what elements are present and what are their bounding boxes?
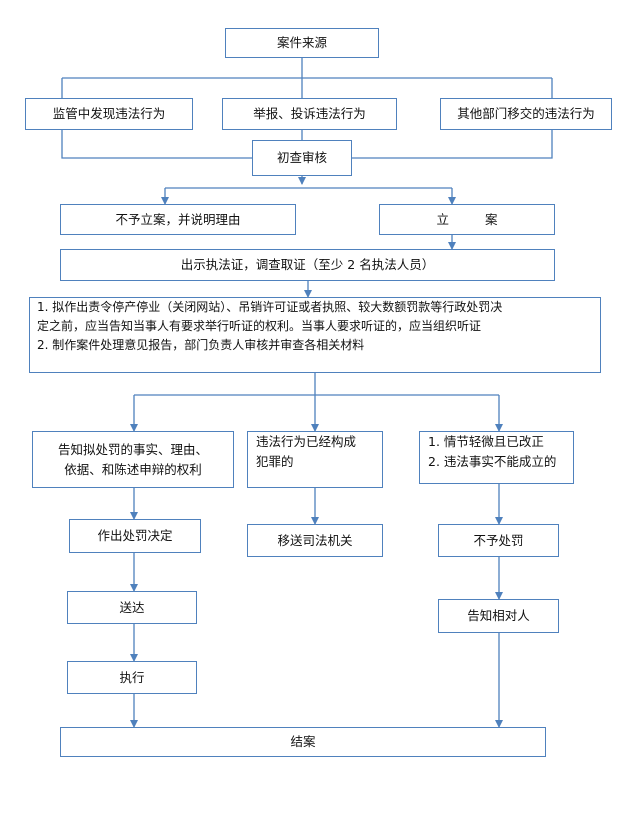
node-preliminary-review: 初查审核 bbox=[252, 140, 352, 176]
node-notify-rights-line-1: 告知拟处罚的事实、理由、 bbox=[57, 441, 208, 457]
node-report-complaint-label: 举报、投诉违法行为 bbox=[253, 106, 366, 121]
node-case-source-label: 案件来源 bbox=[276, 35, 327, 50]
node-filing-label-b: 案 bbox=[485, 211, 498, 227]
node-found-in-supervision-label: 监管中发现违法行为 bbox=[52, 106, 166, 121]
node-no-penalty-label: 不予处罚 bbox=[473, 532, 524, 548]
connector-hearing-split bbox=[134, 373, 499, 396]
node-serve-label: 送达 bbox=[119, 599, 145, 615]
node-minor-circumstances: 1. 情节轻微且已改正 2. 违法事实不能成立的 bbox=[419, 431, 574, 484]
node-crime-line-2: 犯罪的 bbox=[256, 454, 294, 469]
node-hearing-line-1: 1. 拟作出责令停产停业（关闭网站）、吊销许可证或者执照、较大数额罚款等行政处罚… bbox=[37, 300, 503, 314]
node-execute-label: 执行 bbox=[119, 669, 145, 685]
node-minor-line-1: 1. 情节轻微且已改正 bbox=[428, 434, 544, 449]
node-investigate: 出示执法证，调查取证（至少 2 名执法人员） bbox=[60, 249, 555, 281]
connector-merge bbox=[61, 130, 553, 159]
node-other-department: 其他部门移交的违法行为 bbox=[440, 98, 612, 130]
node-no-filing-label: 不予立案，并说明理由 bbox=[115, 211, 241, 227]
node-notify-party-label: 告知相对人 bbox=[467, 608, 530, 623]
node-transfer-judicial: 移送司法机关 bbox=[247, 524, 383, 557]
node-filing: 立 案 bbox=[379, 204, 555, 235]
node-crime: 违法行为已经构成 犯罪的 bbox=[247, 431, 383, 488]
node-serve: 送达 bbox=[67, 591, 197, 624]
node-transfer-judicial-label: 移送司法机关 bbox=[277, 532, 353, 548]
node-preliminary-review-label: 初查审核 bbox=[276, 150, 327, 165]
node-notify-party: 告知相对人 bbox=[438, 599, 559, 633]
node-decision-label: 作出处罚决定 bbox=[97, 528, 173, 543]
node-filing-label-a: 立 bbox=[436, 211, 449, 227]
node-other-department-label: 其他部门移交的违法行为 bbox=[457, 106, 595, 121]
node-decision: 作出处罚决定 bbox=[69, 519, 201, 553]
node-close-case-label: 结案 bbox=[290, 734, 316, 749]
node-found-in-supervision: 监管中发现违法行为 bbox=[25, 98, 193, 130]
connector-source bbox=[61, 58, 553, 98]
node-no-filing: 不予立案，并说明理由 bbox=[60, 204, 296, 235]
node-execute: 执行 bbox=[67, 661, 197, 694]
node-hearing-line-3: 2. 制作案件处理意见报告，部门负责人审核并审查各相关材料 bbox=[37, 338, 365, 352]
node-notify-rights: 告知拟处罚的事实、理由、 依据、和陈述申辩的权利 bbox=[32, 431, 234, 488]
node-minor-line-2: 2. 违法事实不能成立的 bbox=[428, 454, 557, 469]
node-close-case: 结案 bbox=[60, 727, 546, 757]
node-hearing-and-report: 1. 拟作出责令停产停业（关闭网站）、吊销许可证或者执照、较大数额罚款等行政处罚… bbox=[29, 297, 601, 373]
node-investigate-label: 出示执法证，调查取证（至少 2 名执法人员） bbox=[180, 257, 435, 272]
node-notify-rights-line-2: 依据、和陈述申辩的权利 bbox=[64, 461, 202, 477]
node-report-complaint: 举报、投诉违法行为 bbox=[222, 98, 397, 130]
node-case-source: 案件来源 bbox=[225, 28, 379, 58]
node-crime-line-1: 违法行为已经构成 bbox=[256, 434, 357, 449]
node-no-penalty: 不予处罚 bbox=[438, 524, 559, 557]
node-hearing-line-2: 定之前，应当告知当事人有要求举行听证的权利。当事人要求听证的，应当组织听证 bbox=[37, 319, 482, 333]
